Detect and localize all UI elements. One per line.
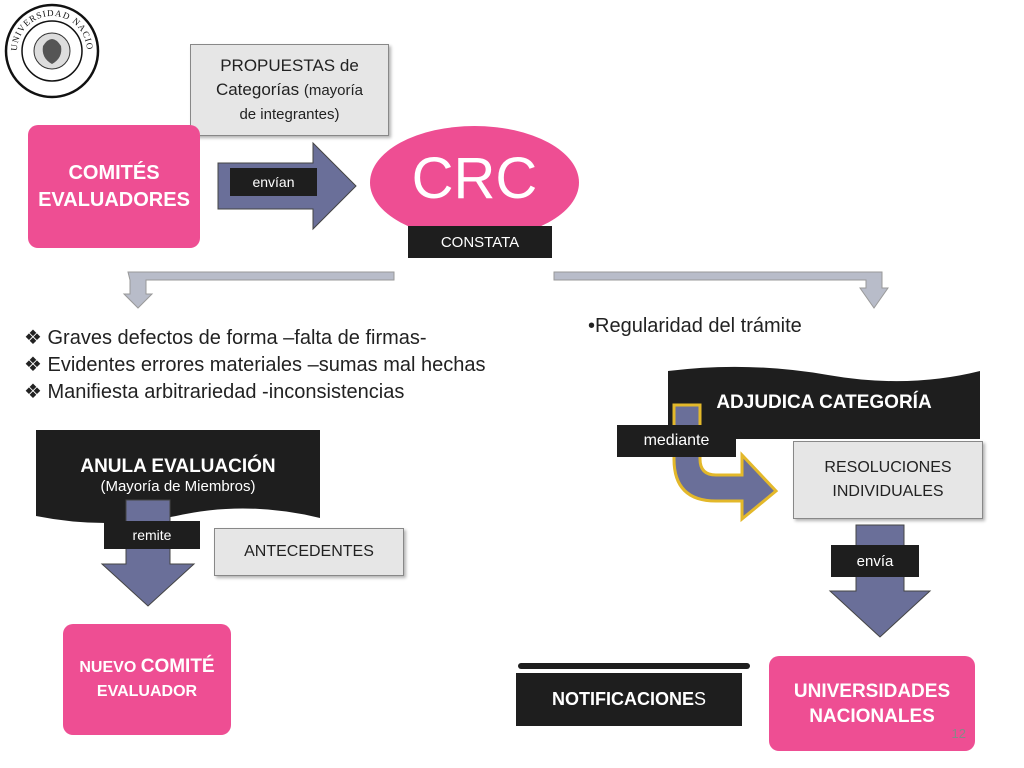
diamond-bullet-icon: ❖	[24, 327, 48, 349]
remite-down-arrow	[100, 499, 196, 607]
page-number: 12	[951, 726, 966, 741]
envia-label: envía	[831, 545, 919, 577]
propuestas-line2a: Categorías	[215, 79, 304, 99]
notificaciones-top-line	[518, 663, 750, 669]
comites-evaluadores-box: COMITÉS EVALUADORES	[28, 125, 200, 248]
university-logo: UNIVERSIDAD NACIONAL DE LUJAN	[0, 0, 101, 100]
comites-line1: COMITÉS	[68, 161, 160, 184]
nuevo-word: NUEVO	[79, 659, 141, 676]
notificaciones-last: S	[693, 689, 706, 709]
anula-subtitle: (Mayoría de Miembros)	[100, 478, 256, 495]
bullet-text: Evidentes errores materiales –sumas mal …	[47, 354, 486, 376]
diamond-bullet-icon: ❖	[24, 354, 48, 376]
resoluciones-note: RESOLUCIONES INDIVIDUALES	[793, 441, 983, 519]
crc-ellipse: CRC	[370, 126, 579, 239]
constata-label: CONSTATA	[408, 226, 552, 258]
list-item: ❖ Manifiesta arbitrariedad -inconsistenc…	[24, 379, 485, 406]
mediante-curved-arrow	[672, 403, 779, 523]
diamond-bullet-icon: ❖	[24, 381, 48, 403]
right-bullet: •Regularidad del trámite	[588, 315, 802, 337]
left-bullet-list: ❖ Graves defectos de forma –falta de fir…	[24, 325, 485, 406]
nuevo-comite-box: NUEVO COMITÉ EVALUADOR	[63, 624, 231, 735]
anula-title: ANULA EVALUACIÓN	[80, 456, 276, 477]
envia-down-arrow	[828, 524, 932, 638]
left-branch-connector	[122, 271, 395, 309]
list-item: ❖ Graves defectos de forma –falta de fir…	[24, 325, 485, 352]
resoluciones-line2: INDIVIDUALES	[832, 483, 944, 500]
bullet-text: Manifiesta arbitrariedad -inconsistencia…	[47, 381, 405, 403]
comites-line2: EVALUADORES	[38, 188, 190, 211]
mediante-label: mediante	[617, 425, 736, 457]
propuestas-line2b: (mayoría	[303, 81, 364, 99]
propuestas-note: PROPUESTAS de Categorías (mayoría de int…	[190, 44, 389, 136]
evaluador-word: EVALUADOR	[96, 683, 198, 700]
university-seal-icon: UNIVERSIDAD NACIONAL DE LUJAN	[0, 0, 100, 99]
propuestas-line1: PROPUESTAS de	[220, 55, 359, 75]
propuestas-line3: de integrantes)	[239, 105, 340, 123]
list-item: ❖ Evidentes errores materiales –sumas ma…	[24, 352, 485, 379]
bullet-text: Graves defectos de forma –falta de firma…	[47, 327, 427, 349]
resoluciones-line1: RESOLUCIONES	[824, 459, 952, 476]
adjudica-title: ADJUDICA CATEGORÍA	[716, 392, 932, 413]
anula-banner-text: ANULA EVALUACIÓN (Mayoría de Miembros)	[36, 456, 320, 495]
remite-label: remite	[104, 521, 200, 549]
right-branch-connector	[553, 271, 889, 309]
crc-title: CRC	[411, 146, 538, 211]
universidades-nacionales-box: UNIVERSIDADES NACIONALES	[769, 656, 975, 751]
comite-word: COMITÉ	[140, 656, 215, 677]
antecedentes-note: ANTECEDENTES	[214, 528, 404, 576]
universidades-line1: UNIVERSIDADES	[793, 680, 951, 702]
adjudica-banner-shape	[668, 366, 980, 439]
universidades-line2: NACIONALES	[809, 705, 935, 727]
envian-label: envían	[230, 168, 317, 196]
notificaciones-main: NOTIFICACIONE	[551, 689, 694, 709]
anula-banner-shape	[36, 430, 320, 523]
